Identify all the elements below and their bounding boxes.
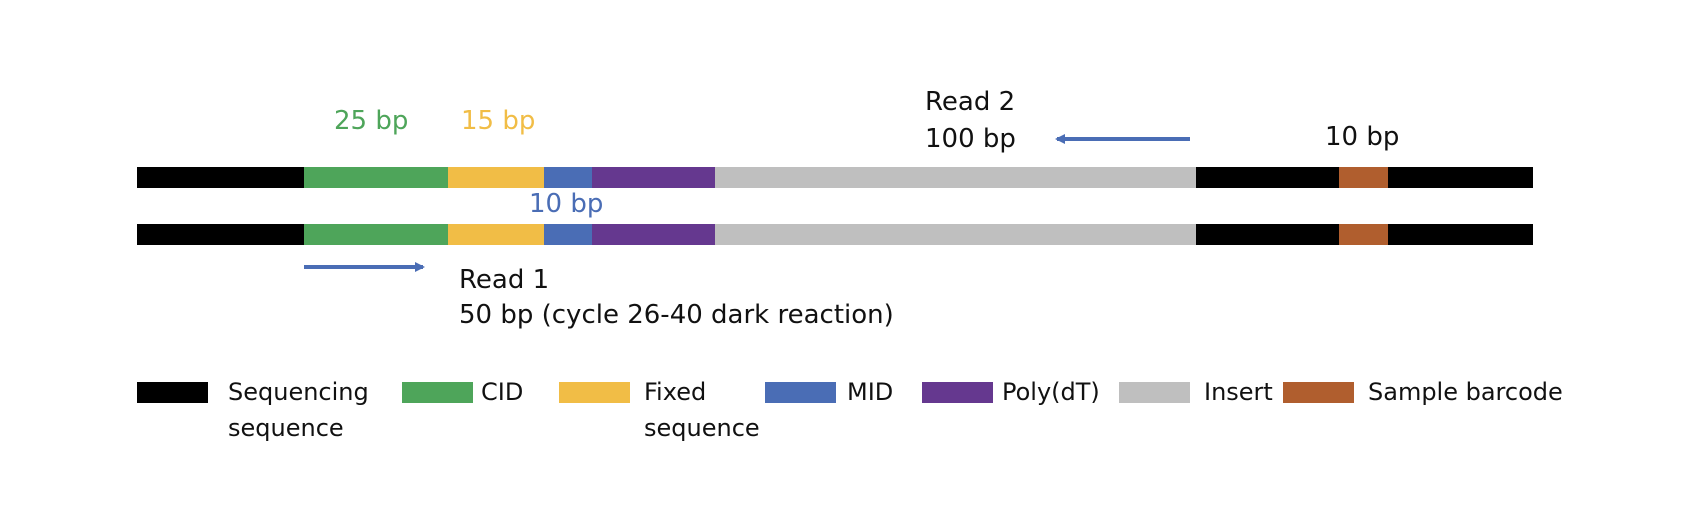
read2-title: Read 2 [925, 87, 1015, 117]
read1-length: 50 bp (cycle 26-40 dark reaction) [459, 300, 894, 330]
legend: Sequencing sequence CID Fixed sequence M… [137, 378, 1563, 442]
mid-segment [544, 167, 592, 188]
legend-swatch-cid [402, 382, 473, 403]
fixed-segment [448, 224, 544, 245]
cid-segment [304, 167, 448, 188]
sample-barcode-segment [1339, 224, 1388, 245]
mid-segment [544, 224, 592, 245]
sequencing-segment [1196, 224, 1339, 245]
insert-segment [715, 224, 1196, 245]
legend-swatch-sequencing [137, 382, 208, 403]
legend-label-mid: MID [847, 378, 893, 406]
legend-swatch-polydt [922, 382, 993, 403]
polydt-segment [592, 167, 715, 188]
sequencing-segment [137, 167, 304, 188]
cid-segment [304, 224, 448, 245]
mid-length-label: 10 bp [529, 189, 603, 219]
strand-top [137, 167, 1533, 188]
legend-label-fixed: Fixed [644, 378, 706, 406]
legend-label-sequencing: sequence [228, 414, 344, 442]
legend-swatch-insert [1119, 382, 1190, 403]
polydt-segment [592, 224, 715, 245]
sequencing-segment [1196, 167, 1339, 188]
fixed-length-label: 15 bp [461, 106, 535, 136]
legend-label-insert: Insert [1204, 378, 1273, 406]
read1-title: Read 1 [459, 265, 549, 295]
legend-label-polydt: Poly(dT) [1002, 378, 1100, 406]
legend-swatch-mid [765, 382, 836, 403]
strand-bottom [137, 224, 1533, 245]
legend-label-sequencing: Sequencing [228, 378, 369, 406]
sequencing-segment [1388, 167, 1533, 188]
legend-swatch-sample-barcode [1283, 382, 1354, 403]
legend-label-fixed: sequence [644, 414, 760, 442]
read2-length: 100 bp [925, 124, 1016, 154]
legend-label-cid: CID [481, 378, 523, 406]
sequencing-segment [137, 224, 304, 245]
sample-barcode-segment [1339, 167, 1388, 188]
fixed-segment [448, 167, 544, 188]
cid-length-label: 25 bp [334, 106, 408, 136]
legend-swatch-fixed [559, 382, 630, 403]
legend-label-sample-barcode: Sample barcode [1368, 378, 1563, 406]
sequencing-segment [1388, 224, 1533, 245]
barcode-length-label: 10 bp [1325, 122, 1399, 152]
insert-segment [715, 167, 1196, 188]
